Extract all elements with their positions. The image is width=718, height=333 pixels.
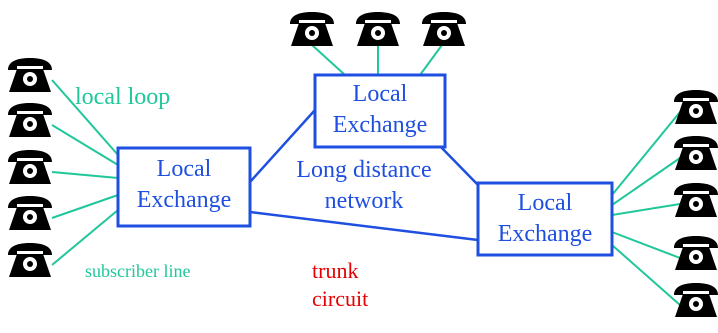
telephone-icon	[8, 243, 52, 277]
exchange-left-line2: Exchange	[137, 187, 232, 213]
telephone-icon	[674, 90, 718, 124]
exchange-left-line1: Local	[157, 156, 212, 182]
trunk-circuits	[249, 109, 479, 242]
telephone-icon	[674, 183, 718, 217]
exchange-right-line1: Local	[518, 190, 573, 216]
telephone-icon	[290, 12, 334, 46]
telephone-icon	[674, 283, 718, 317]
exchange-right-line2: Exchange	[498, 221, 593, 247]
exchange-center: Local Exchange	[313, 73, 447, 149]
telephone-icon	[8, 196, 52, 230]
telephone-icon	[8, 103, 52, 137]
long-distance-label-line1: Long distance	[296, 157, 431, 183]
trunk-label-line2: circuit	[312, 286, 368, 311]
telephone-icon	[674, 236, 718, 270]
left-subscriber-lines	[51, 79, 119, 266]
exchange-left: Local Exchange	[116, 146, 252, 228]
long-distance-label-line2: network	[325, 188, 404, 214]
telephone-icon	[674, 136, 718, 170]
telephone-icon	[422, 12, 466, 46]
telephone-icon	[356, 12, 400, 46]
center-subscriber-lines	[311, 44, 443, 76]
exchange-right: Local Exchange	[476, 181, 614, 257]
exchange-center-line1: Local	[353, 81, 408, 107]
exchange-center-line2: Exchange	[333, 112, 428, 138]
telephone-icon	[8, 150, 52, 184]
subscriber-line-label: subscriber line	[85, 261, 190, 281]
local-loop-label: local loop	[75, 84, 170, 110]
trunk-label-line1: trunk	[312, 258, 358, 283]
telephone-icon	[8, 58, 52, 92]
right-subscriber-lines	[611, 111, 681, 306]
